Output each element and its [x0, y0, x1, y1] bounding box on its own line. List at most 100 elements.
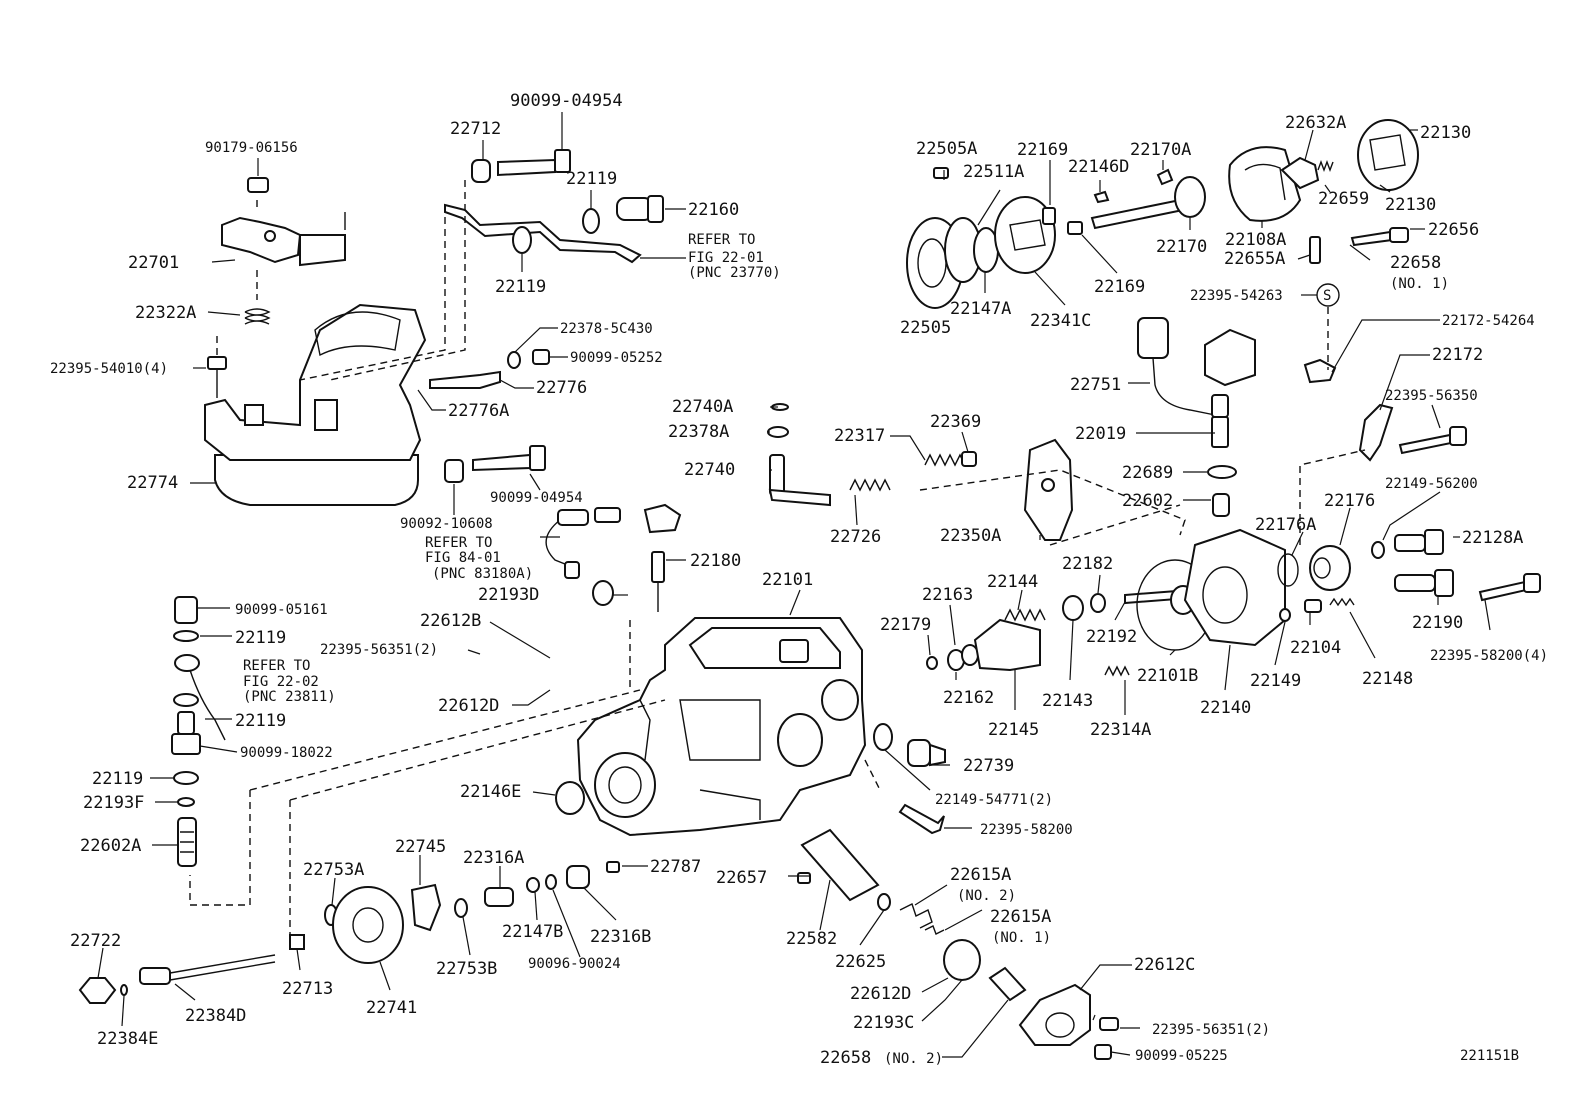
label-22163[interactable]: 22163	[922, 585, 973, 605]
label-22146E[interactable]: 22146E	[460, 782, 521, 802]
label-22602A[interactable]: 22602A	[80, 836, 141, 856]
label-22739[interactable]: 22739	[963, 756, 1014, 776]
label-22632A[interactable]: 22632A	[1285, 113, 1346, 133]
label-22179[interactable]: 22179	[880, 615, 931, 635]
label-22149-54771-qty2[interactable]: 22149-54771(2)	[935, 792, 1053, 808]
label-90092-10608[interactable]: 90092-10608	[400, 516, 493, 532]
label-22612B[interactable]: 22612B	[420, 611, 481, 631]
label-22140[interactable]: 22140	[1200, 698, 1251, 718]
label-22689[interactable]: 22689	[1122, 463, 1173, 483]
label-22612D-top[interactable]: 22612D	[438, 696, 499, 716]
label-22316A[interactable]: 22316A	[463, 848, 524, 868]
label-22193C[interactable]: 22193C	[853, 1013, 914, 1033]
label-22776[interactable]: 22776	[536, 378, 587, 398]
label-22615A-no2[interactable]: 22615A	[950, 865, 1011, 885]
label-22657[interactable]: 22657	[716, 868, 767, 888]
label-22625[interactable]: 22625	[835, 952, 886, 972]
label-22384E[interactable]: 22384E	[97, 1029, 158, 1049]
label-22740[interactable]: 22740	[684, 460, 735, 480]
label-22615A-no1[interactable]: 22615A	[990, 907, 1051, 927]
label-22119-a[interactable]: 22119	[566, 169, 617, 189]
label-22369[interactable]: 22369	[930, 412, 981, 432]
label-22712[interactable]: 22712	[450, 119, 501, 139]
label-22350A[interactable]: 22350A	[940, 526, 1001, 546]
label-22170A[interactable]: 22170A	[1130, 140, 1191, 160]
label-22128A[interactable]: 22128A	[1462, 528, 1523, 548]
label-22147B[interactable]: 22147B	[502, 922, 563, 942]
label-22130-bot[interactable]: 22130	[1385, 195, 1436, 215]
label-22395-56351-qty2-bot[interactable]: 22395-56351(2)	[1152, 1022, 1270, 1038]
label-22753A[interactable]: 22753A	[303, 860, 364, 880]
label-22169-top[interactable]: 22169	[1017, 140, 1068, 160]
label-22582[interactable]: 22582	[786, 929, 837, 949]
label-22511A[interactable]: 22511A	[963, 162, 1024, 182]
label-22655A[interactable]: 22655A	[1224, 249, 1285, 269]
label-22701[interactable]: 22701	[128, 253, 179, 273]
label-22612C[interactable]: 22612C	[1134, 955, 1195, 975]
label-22378A[interactable]: 22378A	[668, 422, 729, 442]
label-22726[interactable]: 22726	[830, 527, 881, 547]
label-22314A[interactable]: 22314A	[1090, 720, 1151, 740]
label-22169-bot[interactable]: 22169	[1094, 277, 1145, 297]
label-22341C[interactable]: 22341C	[1030, 311, 1091, 331]
label-22395-56351-qty2-top[interactable]: 22395-56351(2)	[320, 642, 438, 658]
label-22774[interactable]: 22774	[127, 473, 178, 493]
label-22656[interactable]: 22656	[1428, 220, 1479, 240]
label-22101[interactable]: 22101	[762, 570, 813, 590]
label-22104[interactable]: 22104	[1290, 638, 1341, 658]
label-22602[interactable]: 22602	[1122, 491, 1173, 511]
label-22658-no1[interactable]: 22658	[1390, 253, 1441, 273]
label-22147A[interactable]: 22147A	[950, 299, 1011, 319]
label-22395-58200[interactable]: 22395-58200	[980, 822, 1073, 838]
label-22193D[interactable]: 22193D	[478, 585, 539, 605]
label-22395-58200-qty4[interactable]: 22395-58200(4)	[1430, 648, 1548, 664]
label-22162[interactable]: 22162	[943, 688, 994, 708]
label-22395-54263[interactable]: 22395-54263	[1190, 288, 1283, 304]
label-22101B[interactable]: 22101B	[1137, 666, 1198, 686]
label-22612D-bot[interactable]: 22612D	[850, 984, 911, 1004]
label-90179-06156[interactable]: 90179-06156	[205, 140, 298, 156]
label-22740A[interactable]: 22740A	[672, 397, 733, 417]
label-90099-04954-top[interactable]: 90099-04954	[510, 91, 623, 111]
label-22395-56350[interactable]: 22395-56350	[1385, 388, 1478, 404]
label-90099-18022[interactable]: 90099-18022	[240, 745, 333, 761]
label-22316B[interactable]: 22316B	[590, 927, 651, 947]
label-22776A[interactable]: 22776A	[448, 401, 509, 421]
label-22176[interactable]: 22176	[1324, 491, 1375, 511]
label-22108A[interactable]: 22108A	[1225, 230, 1286, 250]
label-90096-90024[interactable]: 90096-90024	[528, 956, 621, 972]
label-22180[interactable]: 22180	[690, 551, 741, 571]
label-22176A[interactable]: 22176A	[1255, 515, 1316, 535]
label-90099-05225[interactable]: 90099-05225	[1135, 1048, 1228, 1064]
label-22384D[interactable]: 22384D	[185, 1006, 246, 1026]
label-22144[interactable]: 22144	[987, 572, 1038, 592]
label-22751[interactable]: 22751	[1070, 375, 1121, 395]
label-22193F[interactable]: 22193F	[83, 793, 144, 813]
label-90099-04954-mid[interactable]: 90099-04954	[490, 490, 583, 506]
label-22713[interactable]: 22713	[282, 979, 333, 999]
label-22378-5C430[interactable]: 22378-5C430	[560, 321, 653, 337]
label-22119-c[interactable]: 22119	[235, 628, 286, 648]
label-22658-no2[interactable]: 22658	[820, 1048, 871, 1068]
label-22149[interactable]: 22149	[1250, 671, 1301, 691]
label-22160[interactable]: 22160	[688, 200, 739, 220]
label-22182[interactable]: 22182	[1062, 554, 1113, 574]
label-22143[interactable]: 22143	[1042, 691, 1093, 711]
label-22146D[interactable]: 22146D	[1068, 157, 1129, 177]
label-22172-54264[interactable]: 22172-54264	[1442, 313, 1535, 329]
label-22148[interactable]: 22148	[1362, 669, 1413, 689]
label-22505[interactable]: 22505	[900, 318, 951, 338]
label-22145[interactable]: 22145	[988, 720, 1039, 740]
label-90099-05252[interactable]: 90099-05252	[570, 350, 663, 366]
label-90099-05161[interactable]: 90099-05161	[235, 602, 328, 618]
label-22745[interactable]: 22745	[395, 837, 446, 857]
label-22659[interactable]: 22659	[1318, 189, 1369, 209]
label-22119-b[interactable]: 22119	[495, 277, 546, 297]
label-22019[interactable]: 22019	[1075, 424, 1126, 444]
label-22753B[interactable]: 22753B	[436, 959, 497, 979]
label-22787[interactable]: 22787	[650, 857, 701, 877]
label-22322A[interactable]: 22322A	[135, 303, 196, 323]
label-22190[interactable]: 22190	[1412, 613, 1463, 633]
label-22172[interactable]: 22172	[1432, 345, 1483, 365]
label-22119-e[interactable]: 22119	[92, 769, 143, 789]
